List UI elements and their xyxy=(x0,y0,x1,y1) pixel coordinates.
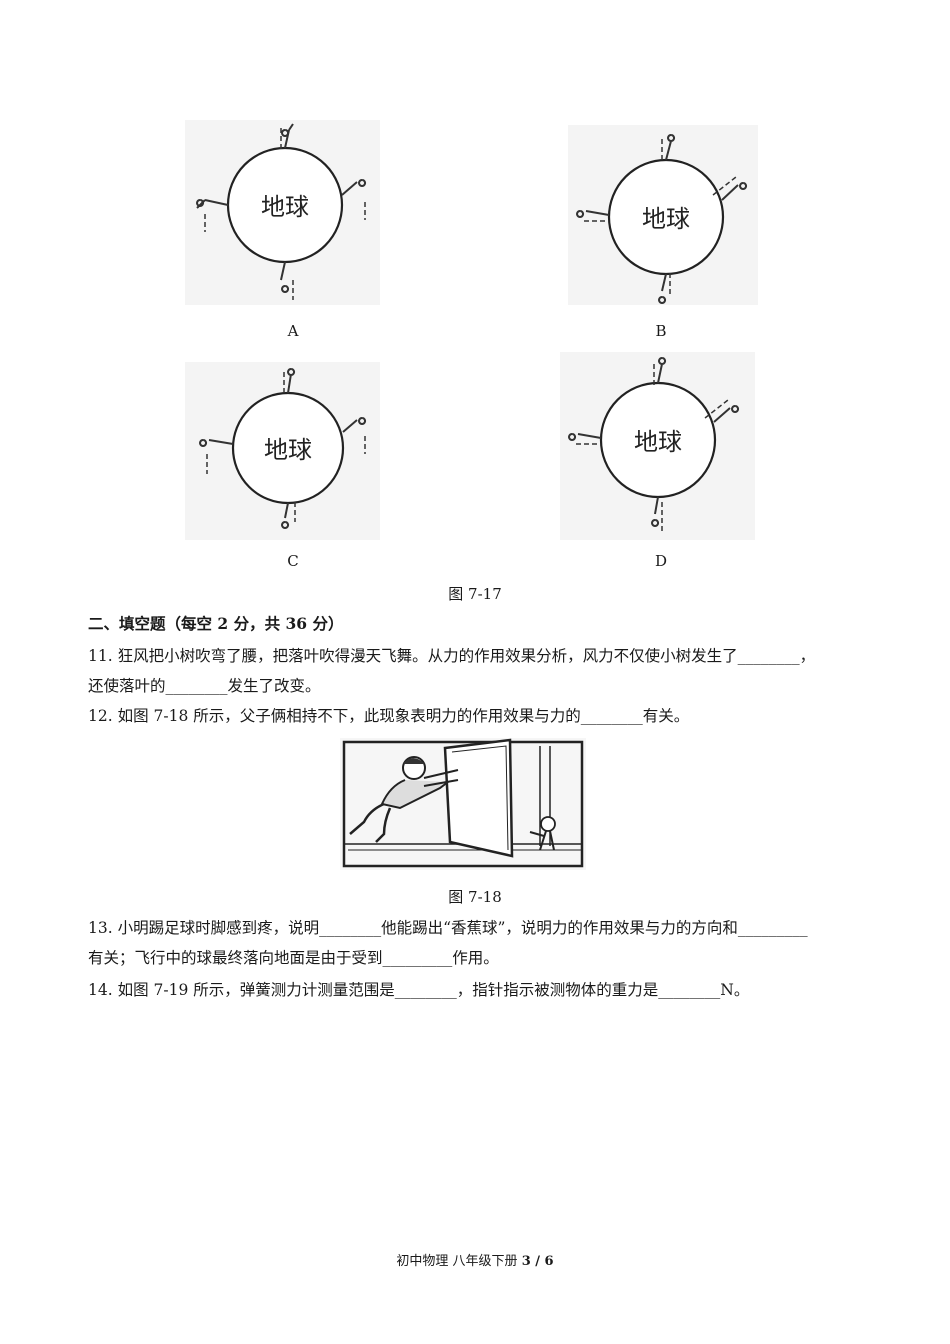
figure-7-18 xyxy=(340,738,586,870)
globe-label: 地球 xyxy=(261,193,309,221)
figure-7-17-option-c: 地球 xyxy=(185,362,380,540)
section-2-title: 二、填空题（每空 2 分，共 36 分） xyxy=(88,614,344,633)
figure-7-17-option-a: 地球 xyxy=(185,120,380,305)
globe-label: 地球 xyxy=(264,436,312,464)
question-11-line-1: 11. 狂风把小树吹弯了腰，把落叶吹得漫天飞舞。从力的作用效果分析，风力不仅使小… xyxy=(88,647,816,665)
option-d-label: D xyxy=(654,552,668,570)
figure-7-17-option-d: 地球 xyxy=(560,352,755,540)
option-a-label: A xyxy=(287,322,299,340)
question-14: 14. 如图 7-19 所示，弹簧测力计测量范围是________，指针指示被测… xyxy=(88,981,750,999)
globe-label: 地球 xyxy=(634,428,682,456)
option-b-label: B xyxy=(655,322,667,340)
question-13-line-1: 13. 小明踢足球时脚感到疼，说明________他能踢出“香蕉球”，说明力的作… xyxy=(88,919,808,937)
question-11-line-2: 还使落叶的________发生了改变。 xyxy=(88,677,321,695)
figure-7-17-option-b: 地球 xyxy=(568,125,758,305)
page-number: 3 / 6 xyxy=(521,1254,554,1269)
option-c-label: C xyxy=(287,552,299,570)
page-footer: 初中物理 八年级下册 3 / 6 xyxy=(0,1250,950,1269)
globe-label: 地球 xyxy=(642,205,690,233)
figure-7-18-caption: 图 7-18 xyxy=(448,888,502,906)
question-12: 12. 如图 7-18 所示，父子俩相持不下，此现象表明力的作用效果与力的___… xyxy=(88,707,690,725)
question-13-line-2: 有关；飞行中的球最终落向地面是由于受到_________作用。 xyxy=(88,949,499,967)
figure-7-17-caption: 图 7-17 xyxy=(448,585,502,603)
footer-text: 初中物理 八年级下册 xyxy=(396,1254,522,1269)
